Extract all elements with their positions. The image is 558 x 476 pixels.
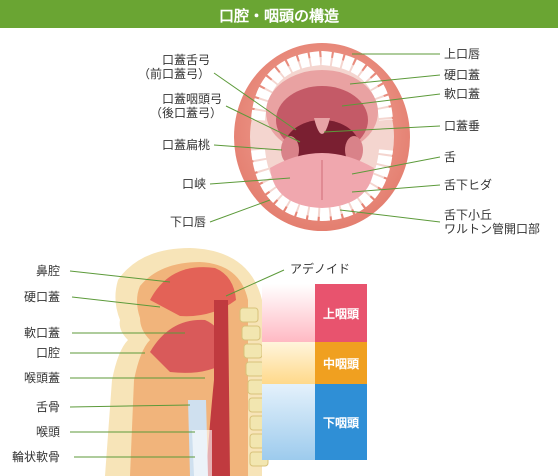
section-diagram xyxy=(105,248,268,476)
label-adenoid: アデノイド xyxy=(290,262,350,276)
label-line1: 下口唇 xyxy=(150,215,206,229)
band-label: 中咽頭 xyxy=(315,355,367,372)
larynx-shape xyxy=(192,430,212,476)
label-text: 軟口蓋 xyxy=(24,326,60,340)
label-isthmus: 口峡 xyxy=(150,177,206,191)
band-middle-pharynx: 中咽頭 xyxy=(315,342,367,384)
label-line1: 口蓋扁桃 xyxy=(130,138,210,152)
label-tongue: 舌 xyxy=(444,150,456,164)
band-label: 上咽頭 xyxy=(315,305,367,322)
label-soft-palate-section: 軟口蓋 xyxy=(24,326,60,340)
band-upper-pharynx: 上咽頭 xyxy=(315,284,367,342)
label-palatoglossal-arch: 口蓋舌弓 （前口蓋弓） xyxy=(130,53,210,81)
label-palatine-tonsil: 口蓋扁桃 xyxy=(130,138,210,152)
label-upper-lip: 上口唇 xyxy=(444,47,480,61)
label-soft-palate: 軟口蓋 xyxy=(444,87,480,101)
label-line1: 上口唇 xyxy=(444,47,480,61)
label-text: 鼻腔 xyxy=(36,264,60,278)
lower-band-bg xyxy=(262,384,315,460)
label-line1: 軟口蓋 xyxy=(444,87,480,101)
band-label: 下咽頭 xyxy=(315,414,367,431)
label-sublingual-caruncle: 舌下小丘 ワルトン管開口部 xyxy=(444,208,540,236)
band-lower-pharynx: 下咽頭 xyxy=(315,384,367,460)
label-line1: 舌下小丘 xyxy=(444,208,540,222)
label-hyoid: 舌骨 xyxy=(36,400,60,414)
label-line1: 舌 xyxy=(444,150,456,164)
label-text: 喉頭 xyxy=(36,425,60,439)
label-text: 喉頭蓋 xyxy=(24,371,60,385)
label-lower-lip: 下口唇 xyxy=(150,215,206,229)
label-cricoid: 輪状軟骨 xyxy=(12,450,60,464)
label-sublingual-fold: 舌下ヒダ xyxy=(444,178,492,192)
label-line1: 口蓋舌弓 xyxy=(130,53,210,67)
label-palatopharyngeal-arch: 口蓋咽頭弓 （後口蓋弓） xyxy=(130,92,222,120)
label-larynx: 喉頭 xyxy=(36,425,60,439)
label-text: アデノイド xyxy=(290,262,350,276)
upper-band-bg xyxy=(262,284,315,342)
label-line2: （前口蓋弓） xyxy=(130,67,210,81)
label-line1: 口蓋咽頭弓 xyxy=(130,92,222,106)
middle-band-bg xyxy=(262,342,315,384)
label-line1: 口蓋垂 xyxy=(444,119,480,133)
label-oral-cavity: 口腔 xyxy=(36,346,60,360)
label-text: 舌骨 xyxy=(36,400,60,414)
label-line1: 硬口蓋 xyxy=(444,68,480,82)
label-text: 硬口蓋 xyxy=(24,290,60,304)
label-line1: 舌下ヒダ xyxy=(444,178,492,192)
label-text: 口腔 xyxy=(36,346,60,360)
label-line2: （後口蓋弓） xyxy=(130,106,222,120)
label-line2: ワルトン管開口部 xyxy=(444,222,540,236)
label-line1: 口峡 xyxy=(150,177,206,191)
label-hard-palate-section: 硬口蓋 xyxy=(24,290,60,304)
label-epiglottis: 喉頭蓋 xyxy=(24,371,60,385)
label-text: 輪状軟骨 xyxy=(12,450,60,464)
label-nasal-cavity: 鼻腔 xyxy=(36,264,60,278)
label-uvula: 口蓋垂 xyxy=(444,119,480,133)
mouth-diagram xyxy=(234,43,410,231)
label-hard-palate: 硬口蓋 xyxy=(444,68,480,82)
